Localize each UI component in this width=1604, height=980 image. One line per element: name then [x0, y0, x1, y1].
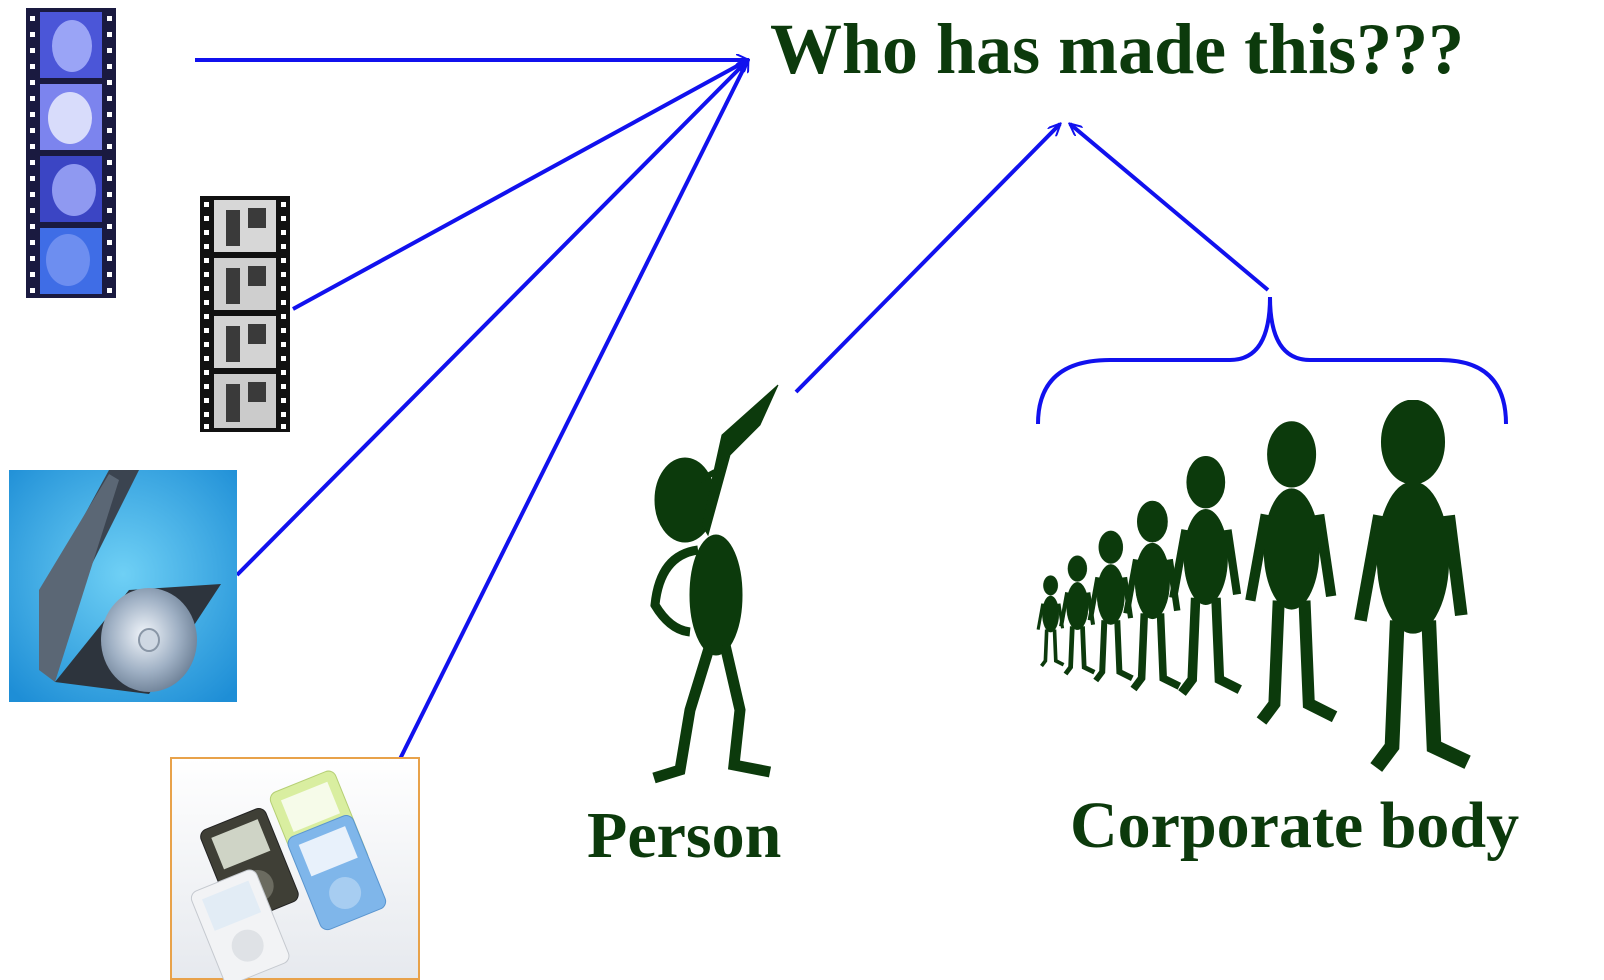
corporate-member	[1087, 530, 1134, 683]
corporate-body-label: Corporate body	[1070, 789, 1520, 862]
corporate-body-brace	[1036, 296, 1508, 425]
black-and-white-film-strip	[200, 196, 290, 432]
person-label: Person	[587, 799, 782, 872]
corporate-member	[1245, 421, 1338, 725]
dvd-icon	[9, 470, 237, 702]
music-players	[170, 757, 420, 980]
headline: Who has made this???	[770, 9, 1465, 89]
person-figure	[650, 384, 779, 784]
corporate-member	[1059, 555, 1096, 676]
corporate-member	[1169, 456, 1242, 696]
corporate-member	[1036, 575, 1065, 668]
color-film-strip	[26, 8, 116, 298]
arrow-from-players	[396, 60, 750, 764]
dvd-case	[9, 470, 237, 702]
media-player-icon	[170, 757, 420, 980]
arrow-from-corporate-body	[1070, 124, 1270, 292]
corporate-member	[1354, 400, 1471, 772]
arrow-from-person	[794, 124, 1060, 394]
arrow-from-dvd	[235, 60, 748, 577]
arrow-from-bw-film	[292, 58, 748, 311]
film-strip-icon	[200, 196, 290, 432]
film-strip-icon	[26, 8, 116, 298]
corporate-body-figures	[1036, 400, 1471, 772]
corporate-member	[1123, 500, 1182, 692]
